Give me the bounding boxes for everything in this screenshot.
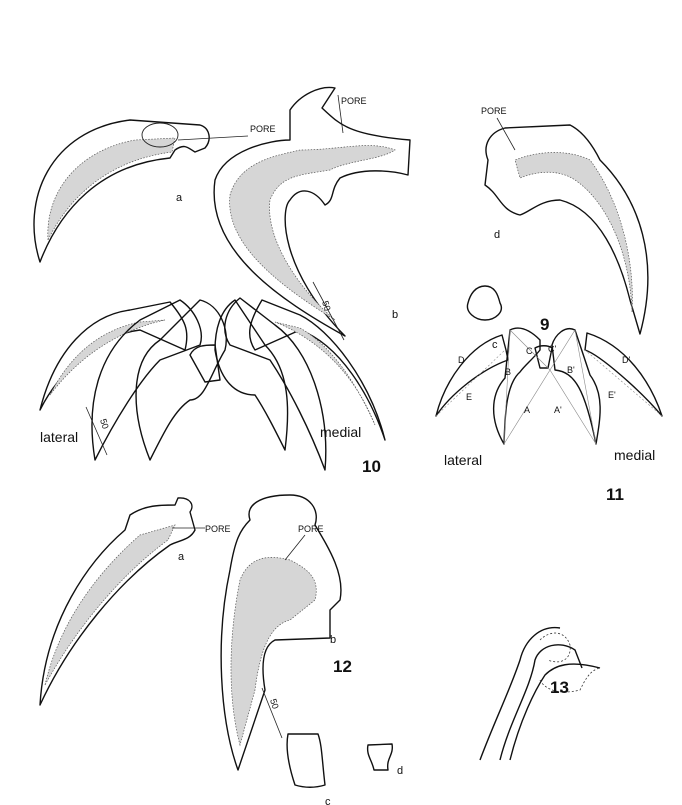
scale-label: 50 — [98, 418, 111, 431]
part-label-a: a — [176, 192, 183, 204]
part-label-d: d — [494, 229, 500, 241]
point-D: D — [458, 355, 465, 365]
point-C-prime: C' — [548, 344, 556, 354]
figure-number: 11 — [606, 485, 624, 504]
claw-12a: PORE a — [39, 497, 231, 706]
part-label-b: b — [330, 634, 336, 646]
medial-label: medial — [320, 424, 361, 440]
part-label-d: d — [397, 765, 403, 777]
figure-9: PORE a PORE b 50 PORE d c 9 — [33, 86, 649, 351]
medial-label: medial — [614, 447, 655, 463]
point-E: E — [466, 392, 472, 402]
point-B: B — [505, 367, 511, 377]
claw-12b: PORE b 50 — [220, 494, 342, 771]
claw-12d: d — [366, 743, 403, 777]
pore-label: PORE — [298, 524, 324, 534]
claw-9a: PORE a — [33, 119, 276, 263]
claw-9d: PORE d — [481, 106, 649, 335]
point-A-prime: A' — [554, 405, 562, 415]
point-C: C — [526, 346, 533, 356]
scale-label: 50 — [268, 698, 281, 711]
lateral-label: lateral — [444, 452, 482, 468]
point-B-prime: B' — [567, 365, 575, 375]
pore-label: PORE — [481, 106, 507, 116]
claw-9c: c — [466, 285, 502, 351]
figure-10: 50 lateral medial 10 — [39, 297, 386, 476]
pore-label: PORE — [341, 96, 367, 106]
scale-bar — [312, 281, 345, 341]
part-label-c: c — [325, 796, 331, 805]
figure-11: C C' D D' B B' E E' A A' lateral medial … — [435, 327, 663, 504]
point-A: A — [524, 405, 530, 415]
figure-number: 10 — [362, 457, 381, 476]
scale-label: 50 — [320, 300, 333, 313]
pore-label: PORE — [205, 524, 231, 534]
part-label-a: a — [178, 551, 185, 563]
scale-bar — [85, 406, 108, 456]
claw-12c: c — [286, 733, 331, 805]
part-label-b: b — [392, 309, 398, 321]
pore-label: PORE — [250, 124, 276, 134]
part-label-c: c — [492, 339, 498, 351]
lateral-label: lateral — [40, 429, 78, 445]
figure-number: 12 — [333, 657, 352, 676]
figure-12: PORE a PORE b 50 c d 12 — [39, 494, 403, 805]
figure-13: 13 — [479, 626, 601, 761]
point-D-prime: D' — [622, 355, 630, 365]
point-E-prime: E' — [608, 390, 616, 400]
figure-number: 13 — [550, 678, 569, 697]
figure-number: 9 — [540, 315, 549, 334]
scale-bar — [261, 687, 283, 739]
claw-9b: PORE b 50 — [213, 86, 411, 341]
